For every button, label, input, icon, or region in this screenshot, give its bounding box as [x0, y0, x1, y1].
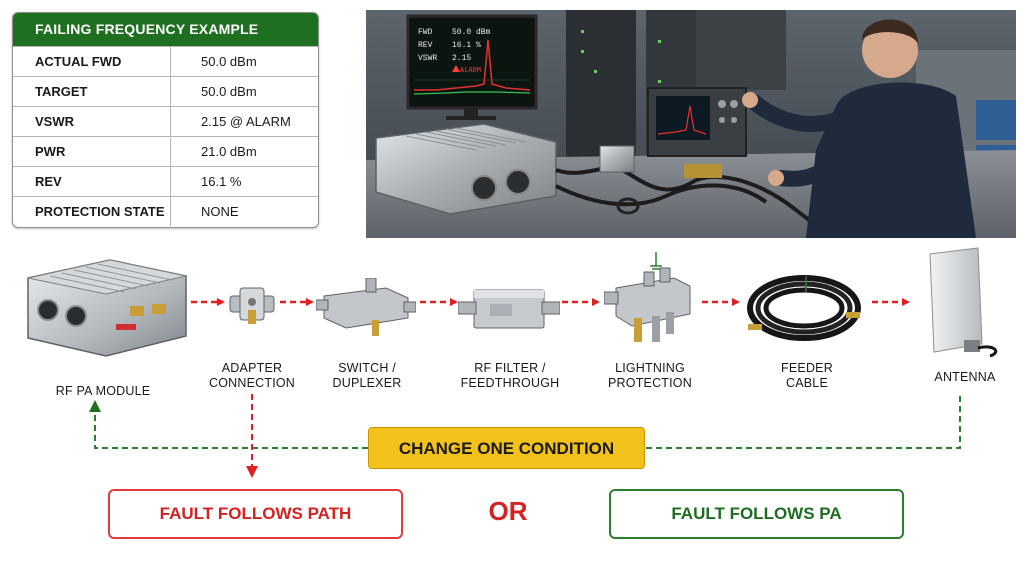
fault-follows-pa-box: FAULT FOLLOWS PA: [609, 489, 904, 539]
monitor-fwd-value: 50.0 dBm: [452, 28, 491, 37]
or-separator: OR: [488, 496, 528, 526]
row-value: NONE: [201, 204, 239, 219]
warning-icon: [452, 65, 460, 72]
label-switch-duplexer: SWITCH / DUPLEXER: [320, 361, 414, 391]
antenna-illustration: [929, 247, 998, 358]
fault-drop-arrowhead: [246, 466, 258, 478]
monitor-alarm: ALARM: [460, 67, 481, 75]
fault-follows-path-box: FAULT FOLLOWS PATH: [108, 489, 403, 539]
table-row: PROTECTION STATE NONE: [13, 196, 318, 226]
label-rf-pa-module: RF PA MODULE: [48, 384, 158, 399]
label-line: PROTECTION: [608, 376, 692, 390]
monitor-rev-value: 16.1 %: [452, 41, 481, 50]
table-row: VSWR 2.15 @ ALARM: [13, 106, 318, 136]
label-line: FEEDER: [781, 361, 833, 375]
return-path-right: [646, 396, 961, 449]
label-line: RF PA MODULE: [55, 384, 151, 398]
label-feeder-cable: FEEDER CABLE: [762, 361, 852, 391]
return-arrowhead: [89, 400, 101, 412]
label-line: CONNECTION: [208, 376, 296, 390]
row-label: VSWR: [13, 107, 171, 136]
label-line: CABLE: [786, 376, 828, 390]
return-path-left: [94, 410, 368, 449]
row-label: REV: [13, 167, 171, 196]
row-value: 50.0 dBm: [201, 84, 257, 99]
monitor-vswr-value: 2.15: [452, 54, 471, 63]
row-value: 50.0 dBm: [201, 54, 257, 69]
label-antenna: ANTENNA: [922, 370, 1008, 385]
feeder-cable-illustration: [747, 275, 861, 341]
row-label: TARGET: [13, 77, 171, 106]
row-label: PWR: [13, 137, 171, 166]
row-value: 16.1 %: [201, 174, 242, 189]
monitor-vswr-label: VSWR: [418, 54, 437, 63]
label-line: SWITCH /: [338, 361, 396, 375]
label-line: RF FILTER /: [474, 361, 546, 375]
rf-filter-illustration: [458, 289, 560, 329]
table-row: REV 16.1 %: [13, 166, 318, 196]
switch-duplexer-illustration: [316, 278, 416, 336]
adapter-connection-illustration: [229, 287, 275, 324]
row-value: 21.0 dBm: [201, 144, 257, 159]
label-line: FEEDTHROUGH: [460, 376, 560, 390]
label-line: ADAPTER: [221, 361, 283, 375]
table-row: TARGET 50.0 dBm: [13, 76, 318, 106]
monitor-fwd-label: FWD: [418, 28, 433, 37]
label-lightning-protection: LIGHTNING PROTECTION: [600, 361, 700, 391]
monitor-rev-label: REV: [418, 41, 433, 50]
row-label: ACTUAL FWD: [13, 47, 171, 76]
label-line: LIGHTNING: [615, 361, 685, 375]
label-line: ANTENNA: [934, 370, 996, 384]
label-rf-filter: RF FILTER / FEEDTHROUGH: [458, 361, 562, 391]
table-row: ACTUAL FWD 50.0 dBm: [13, 46, 318, 76]
lab-photo: FWD 50.0 dBm REV 16.1 % VSWR 2.15 ALARM: [366, 10, 1016, 238]
label-line: DUPLEXER: [332, 376, 402, 390]
change-one-condition-box: CHANGE ONE CONDITION: [368, 427, 645, 469]
row-value: 2.15 @ ALARM: [201, 114, 291, 129]
label-adapter-connection: ADAPTER CONNECTION: [200, 361, 304, 391]
row-label: PROTECTION STATE: [13, 197, 171, 226]
table-title: FAILING FREQUENCY EXAMPLE: [13, 13, 318, 46]
rf-pa-module-illustration: [27, 259, 187, 357]
table-row: PWR 21.0 dBm: [13, 136, 318, 166]
failing-frequency-table: FAILING FREQUENCY EXAMPLE ACTUAL FWD 50.…: [12, 12, 319, 228]
lightning-protection-illustration: [604, 252, 691, 342]
